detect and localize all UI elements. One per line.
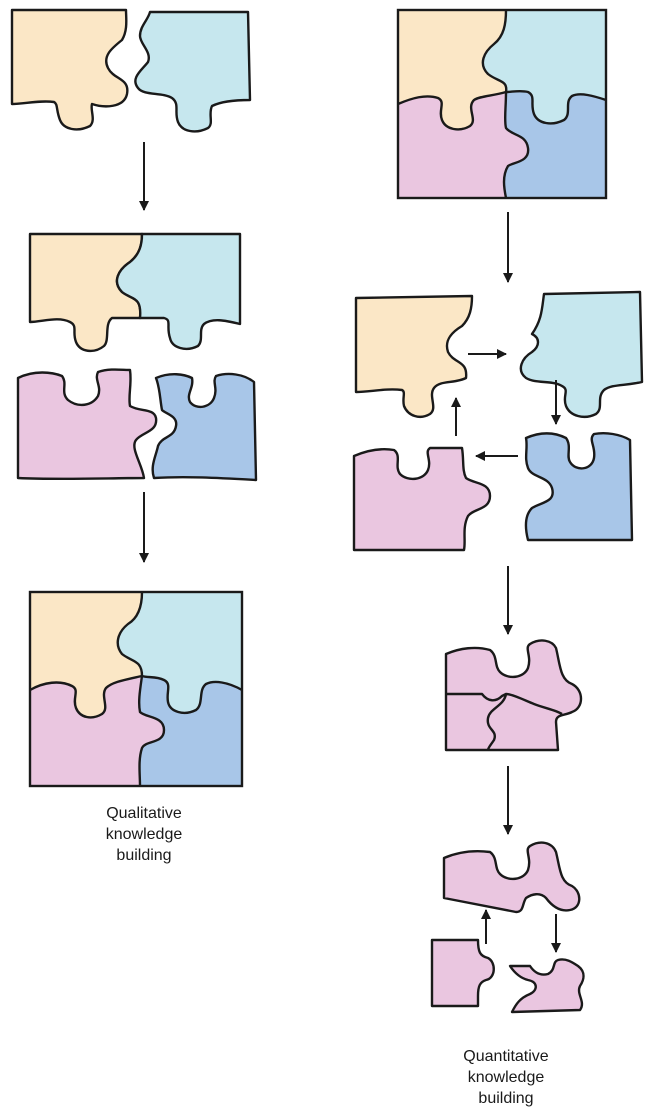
left-step2-top-joined: [28, 232, 242, 353]
right-caption-line-3: building: [478, 1090, 534, 1107]
left-step1-pair: [10, 8, 252, 133]
right-caption: Quantitative knowledge building: [426, 1046, 586, 1109]
puzzle-piece-pink-square: [430, 938, 495, 1008]
puzzle-piece-pink: [352, 446, 492, 552]
puzzle-piece-pink: [30, 676, 164, 786]
puzzle-piece-yellow: [398, 10, 507, 130]
right-step1-complete-puzzle: [396, 8, 608, 200]
puzzle-piece-pink: [16, 368, 158, 481]
puzzle-piece-cyan: [519, 290, 644, 418]
puzzle-piece-cyan: [117, 592, 242, 713]
left-caption-line-2: knowledge: [105, 826, 183, 843]
puzzle-piece-yellow: [354, 294, 474, 418]
left-caption: Qualitative knowledge building: [64, 803, 224, 866]
puzzle-piece-pink: [398, 92, 529, 198]
puzzle-piece-blue: [524, 432, 634, 542]
left-step2-bottom-pair: [16, 368, 258, 482]
right-step2-cycle: [352, 290, 644, 552]
left-step3-complete-puzzle: [28, 590, 244, 788]
puzzle-piece-blue: [151, 372, 258, 482]
puzzle-piece-pink-main: [442, 841, 581, 914]
right-caption-line-2: knowledge: [467, 1069, 545, 1086]
right-step3-subdivided-piece: [444, 639, 583, 752]
left-caption-line-3: building: [116, 847, 172, 864]
puzzle-piece-cyan: [115, 232, 242, 350]
puzzle-piece-pink-small: [508, 958, 585, 1014]
right-step4-subcycle: [430, 841, 585, 1014]
puzzle-piece-cyan: [482, 10, 606, 124]
left-caption-line-1: Qualitative: [106, 805, 182, 822]
right-caption-line-1: Quantitative: [463, 1048, 549, 1065]
puzzle-piece-blue: [139, 676, 242, 786]
puzzle-piece-blue: [504, 91, 606, 198]
puzzle-piece-yellow: [10, 8, 129, 131]
puzzle-piece-yellow: [30, 592, 142, 718]
puzzle-piece-cyan: [134, 10, 252, 133]
